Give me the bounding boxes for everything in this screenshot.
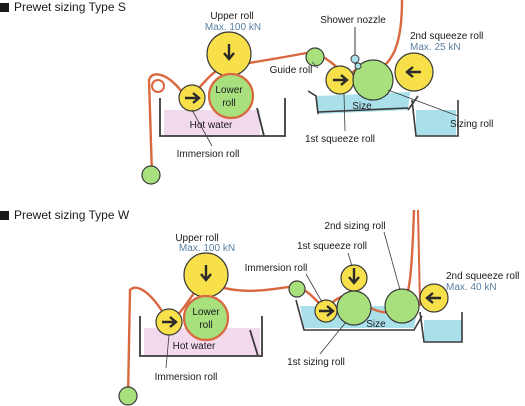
lower-roll-label-2: roll: [199, 320, 212, 331]
lower-roll-label-1: Lower: [192, 307, 220, 318]
upper-roll-label: Upper roll: [210, 11, 253, 22]
size-label: Size: [366, 319, 386, 330]
second-squeeze-label: 2nd squeeze roll: [446, 271, 519, 282]
entry-guide-roll: [118, 386, 138, 406]
upper-roll-label: Upper roll: [175, 233, 218, 244]
first-sizing-label: 1st sizing roll: [287, 357, 345, 368]
drain-tank: [411, 99, 459, 137]
title-type-s: Prewet sizing Type S: [0, 0, 126, 14]
first-squeeze-label: 1st squeeze roll: [297, 241, 367, 252]
size-label: Size: [352, 101, 372, 112]
yarn-exit: [417, 209, 421, 307]
upper-roll-max: Max. 100 kN: [179, 243, 235, 254]
drain-tank: [419, 311, 463, 343]
first-sizing-roll: [336, 290, 372, 326]
shower-nozzle-label: Shower nozzle: [320, 15, 386, 26]
sizing-roll-label: Sizing roll: [450, 119, 493, 130]
second-sizing-roll: [384, 288, 420, 324]
diagram-type-w: Lower roll Upper roll Max. 100 kN Hot wa…: [118, 209, 519, 406]
guide-roll: [305, 47, 325, 67]
bullet-icon: [0, 210, 9, 220]
drain-bath: [424, 320, 462, 342]
second-sizing-label: 2nd sizing roll: [324, 221, 385, 232]
first-squeeze-label: 1st squeeze roll: [305, 134, 375, 145]
entry-guide-roll: [141, 165, 161, 185]
second-squeeze-max: Max. 40 kN: [446, 282, 497, 293]
second-squeeze-max: Max. 25 kN: [410, 42, 461, 53]
hot-water-tank: [159, 98, 286, 137]
immersion-roll-label: Immersion roll: [155, 372, 218, 383]
diagram-type-s: Lower roll Upper roll Max. 100 kN Hot wa…: [141, 0, 493, 185]
upper-roll-max: Max. 100 kN: [205, 22, 261, 33]
guide-roll-label: Guide roll: [270, 65, 313, 76]
hot-water-tank: [139, 316, 263, 357]
bullet-icon: [0, 2, 9, 12]
title-type-w-text: Prewet sizing Type W: [14, 208, 130, 222]
immersion-roll-size-label: Immersion roll: [245, 263, 308, 274]
second-squeeze-label: 2nd squeeze roll: [410, 31, 483, 42]
lower-roll-label-2: roll: [222, 98, 235, 109]
title-type-s-text: Prewet sizing Type S: [14, 0, 126, 14]
lower-roll: [182, 294, 230, 342]
lower-roll: [207, 72, 255, 120]
shower-nozzle: [350, 54, 360, 64]
lower-roll-label-1: Lower: [215, 85, 243, 96]
guide-roll: [288, 280, 306, 298]
title-type-w: Prewet sizing Type W: [0, 208, 129, 222]
drain-bath: [416, 110, 456, 136]
hot-water-label: Hot water: [173, 341, 216, 352]
immersion-roll-label: Immersion roll: [177, 149, 240, 160]
sizing-roll: [352, 59, 394, 101]
hot-water-label: Hot water: [190, 120, 233, 131]
